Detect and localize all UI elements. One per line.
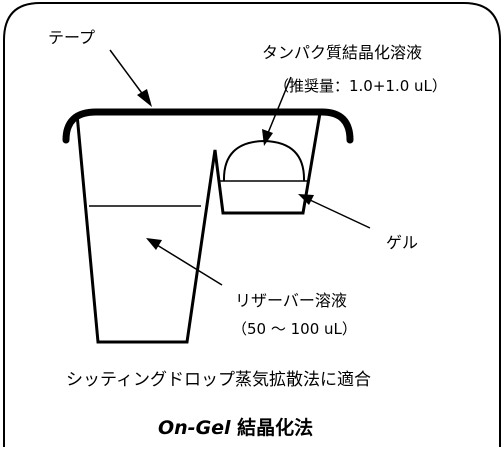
tape-label: テープ bbox=[48, 28, 96, 47]
protein-drop bbox=[222, 139, 306, 182]
reservoir-label: リザーバー溶液 bbox=[235, 291, 347, 310]
gel-label: ゲル bbox=[386, 233, 419, 252]
arrow-reservoir bbox=[146, 238, 223, 286]
compatibility-caption: シッティングドロップ蒸気拡散法に適合 bbox=[66, 370, 371, 390]
recommended-volume-label: （推奨量：1.0+1.0 uL） bbox=[274, 77, 447, 95]
arrow-tape bbox=[109, 49, 152, 107]
method-title: On-Gel 結晶化法 bbox=[158, 413, 313, 440]
arrow-gel bbox=[298, 194, 371, 229]
arrow-protein bbox=[262, 76, 292, 146]
reservoir-well-wall bbox=[75, 112, 322, 344]
protein-solution-label: タンパク質結晶化溶液 bbox=[262, 43, 423, 62]
method-title-italic: On-Gel bbox=[158, 417, 231, 439]
reservoir-volume-label: （50 〜 100 uL） bbox=[232, 320, 357, 338]
tape-strip bbox=[62, 108, 354, 144]
frame-border bbox=[3, 2, 501, 447]
method-title-text: 結晶化法 bbox=[230, 417, 314, 439]
